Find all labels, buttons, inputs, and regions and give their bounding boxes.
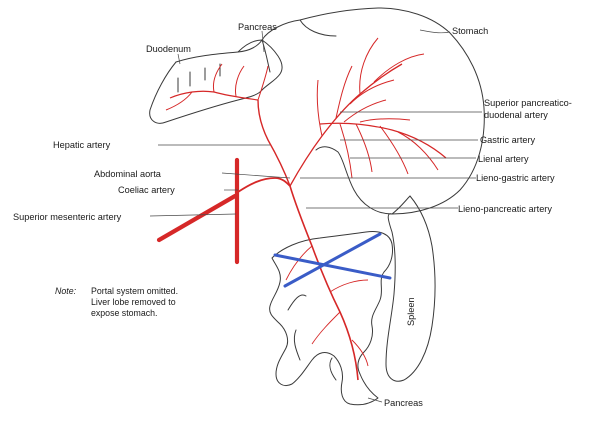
label-lieno-pancreatic-artery: Lieno-pancreatic artery xyxy=(458,204,552,214)
coeliac-artery xyxy=(238,178,290,192)
label-sup-pancreatico-2: duodenal artery xyxy=(484,110,548,120)
hepatic-artery xyxy=(258,100,290,186)
superior-mesenteric-artery xyxy=(159,196,235,240)
label-stomach: Stomach xyxy=(452,26,488,36)
blue-x-marker xyxy=(275,234,390,286)
labels: Pancreas Stomach Duodenum Superior pancr… xyxy=(13,22,572,408)
note-line-3: expose stomach. xyxy=(91,308,158,318)
label-lienal-artery: Lienal artery xyxy=(478,154,529,164)
label-pancreas-bottom: Pancreas xyxy=(384,398,423,408)
label-superior-mesenteric-artery: Superior mesenteric artery xyxy=(13,212,122,222)
label-sup-pancreatico-1: Superior pancreatico- xyxy=(484,98,572,108)
spleen-outline xyxy=(386,196,435,381)
label-lieno-gastric-artery: Lieno-gastric artery xyxy=(476,173,555,183)
label-spleen: Spleen xyxy=(406,297,416,326)
label-coeliac-artery: Coeliac artery xyxy=(118,185,175,195)
pancreas-upper-outline xyxy=(238,40,282,90)
label-pancreas-top: Pancreas xyxy=(238,22,277,32)
stomach-outline xyxy=(262,8,484,214)
label-abdominal-aorta: Abdominal aorta xyxy=(94,169,162,179)
note-line-1: Portal system omitted. xyxy=(91,286,178,296)
note-prefix: Note: xyxy=(55,286,77,296)
label-gastric-artery: Gastric artery xyxy=(480,135,536,145)
label-hepatic-artery: Hepatic artery xyxy=(53,140,111,150)
note: Note: Portal system omitted. Liver lobe … xyxy=(55,286,178,318)
label-duodenum: Duodenum xyxy=(146,44,191,54)
note-line-2: Liver lobe removed to xyxy=(91,297,176,307)
artery-tree xyxy=(159,38,446,380)
